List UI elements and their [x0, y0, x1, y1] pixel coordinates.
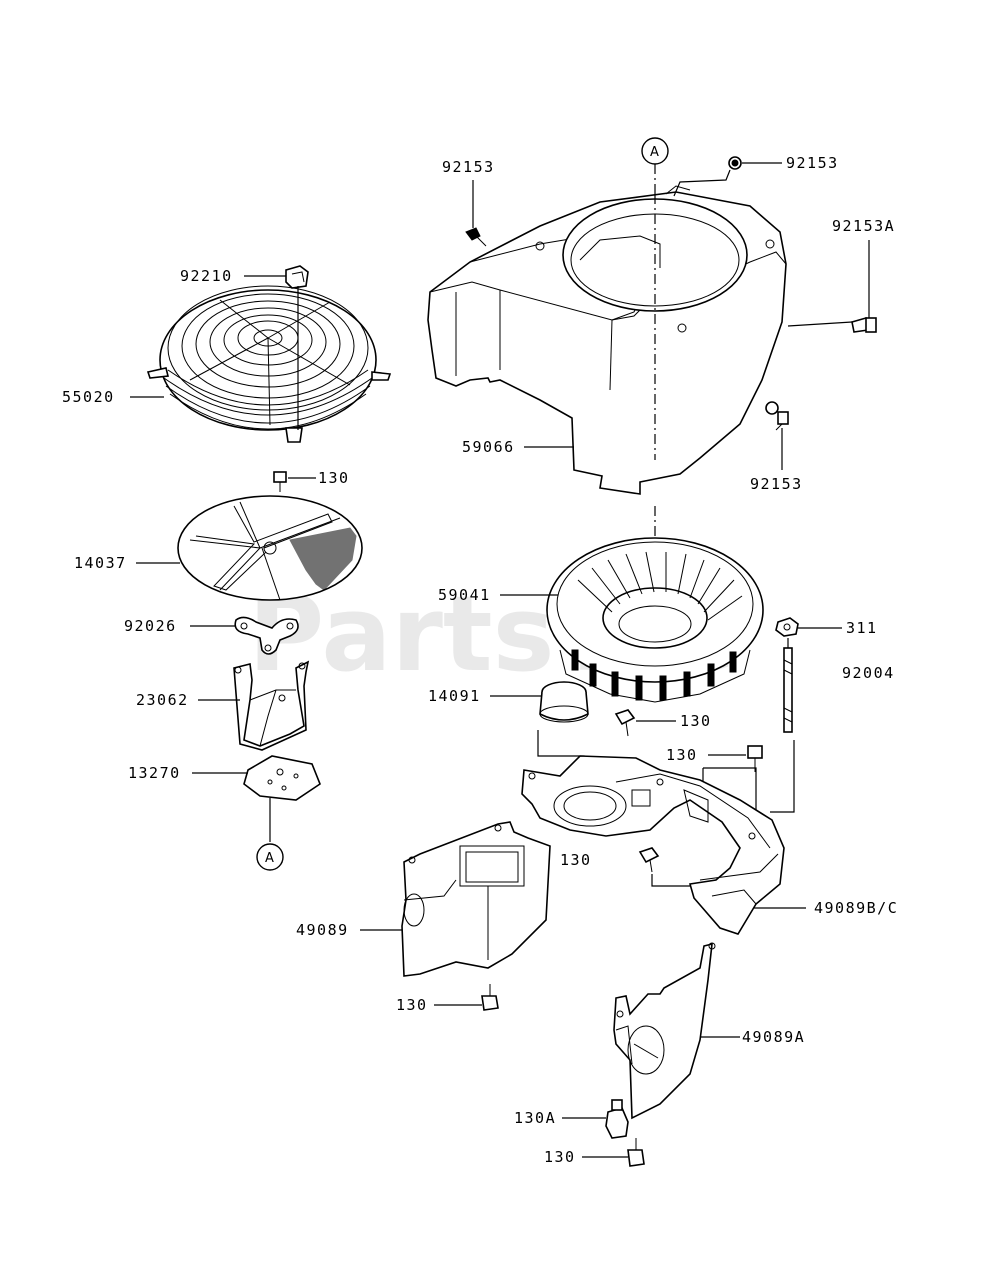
svg-text:A: A: [265, 851, 274, 866]
label-49089[interactable]: 49089: [296, 921, 349, 939]
part-55020-fan-screen: [146, 285, 392, 443]
label-311[interactable]: 311: [846, 619, 878, 637]
part-130a-bolt: [605, 1099, 629, 1139]
label-92153-top-right[interactable]: 92153: [786, 154, 839, 172]
label-130-bottom[interactable]: 130: [544, 1148, 576, 1166]
part-13270-plate: [243, 755, 321, 801]
label-55020[interactable]: 55020: [62, 388, 115, 406]
svg-text:A: A: [650, 145, 659, 160]
part-92210-cap-nut: [285, 265, 309, 289]
part-49089-cover: [401, 821, 551, 977]
label-130-mid[interactable]: 130: [680, 712, 712, 730]
part-130-bolt-plate: [273, 471, 287, 492]
label-23062[interactable]: 23062: [136, 691, 189, 709]
label-130a[interactable]: 130A: [514, 1109, 556, 1127]
label-59066[interactable]: 59066: [462, 438, 515, 456]
label-130-plate[interactable]: 130: [318, 469, 350, 487]
part-14037-screen-plate: [177, 495, 363, 601]
part-59041-flywheel-fan: [546, 537, 764, 703]
label-130-center[interactable]: 130: [560, 851, 592, 869]
reference-marker-a-top: A: [641, 137, 669, 165]
part-130-bolt-mid: [614, 709, 636, 737]
reference-marker-a-bottom: A: [256, 843, 284, 871]
fan-fins: [571, 649, 737, 701]
perforation-pattern: [289, 527, 357, 591]
label-130-bracket[interactable]: 130: [666, 746, 698, 764]
part-130-bolt-bottom: [627, 1138, 645, 1167]
part-49089a-shield: [613, 942, 716, 1120]
fan-blades: [577, 551, 743, 621]
label-92026[interactable]: 92026: [124, 617, 177, 635]
part-92153-bolt-top-left: [465, 227, 487, 247]
label-92153-bottom[interactable]: 92153: [750, 475, 803, 493]
part-92153-bolt-bottom: [765, 401, 789, 431]
label-14091[interactable]: 14091: [428, 687, 481, 705]
label-92210[interactable]: 92210: [180, 267, 233, 285]
label-49089bc[interactable]: 49089B/C: [814, 899, 898, 917]
label-59041[interactable]: 59041: [438, 586, 491, 604]
part-92153a-bolt: [851, 316, 877, 333]
part-14091-collar: [539, 681, 589, 723]
part-130-bolt-center: [638, 847, 660, 873]
label-14037[interactable]: 14037: [74, 554, 127, 572]
label-130-lower[interactable]: 130: [396, 996, 428, 1014]
part-23062-bracket: [233, 660, 310, 751]
part-311-nut: [775, 617, 799, 637]
part-130-bolt-bracket: [747, 745, 763, 772]
label-92153-top-left[interactable]: 92153: [442, 158, 495, 176]
part-49089bc-baffle: [521, 755, 785, 935]
part-130-bolt-lower: [481, 984, 499, 1011]
label-92004[interactable]: 92004: [842, 664, 895, 682]
part-92026-spacer: [234, 616, 299, 655]
part-92004-stud: [783, 647, 793, 733]
label-49089a[interactable]: 49089A: [742, 1028, 805, 1046]
label-92153a[interactable]: 92153A: [832, 217, 895, 235]
part-92153-bolt-top-right: [728, 156, 742, 170]
label-13270[interactable]: 13270: [128, 764, 181, 782]
